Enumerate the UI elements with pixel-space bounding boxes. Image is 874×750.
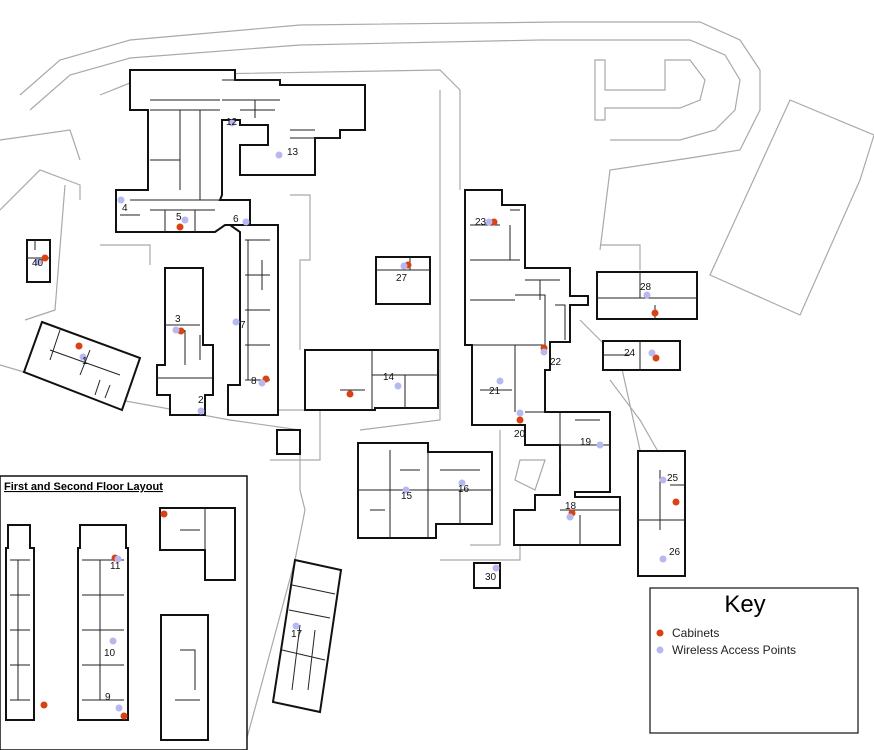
wap-marker — [117, 196, 125, 204]
building-label: 8 — [251, 376, 257, 387]
wap-marker — [172, 326, 180, 334]
building-label: 2 — [198, 395, 204, 406]
building-label: 5 — [176, 212, 182, 223]
cabinet-marker — [41, 254, 49, 262]
building-label: 7 — [240, 320, 246, 331]
wap-marker — [659, 555, 667, 563]
building-label: 14 — [383, 372, 395, 383]
building-cluster-east — [464, 189, 621, 546]
building-label: 21 — [489, 386, 501, 397]
cabinet-marker — [120, 712, 128, 720]
building-24 — [602, 340, 681, 371]
wap-marker — [659, 476, 667, 484]
wap-marker — [496, 377, 504, 385]
wap-marker — [292, 622, 300, 630]
wap-marker — [485, 218, 493, 226]
wap-marker — [242, 218, 250, 226]
building-3 — [156, 267, 214, 416]
cabinet-markers — [40, 218, 680, 720]
wap-marker — [114, 555, 122, 563]
building-label: 1 — [82, 356, 88, 367]
building-1 — [22, 320, 142, 412]
key-label-cabinets: Cabinets — [672, 626, 719, 640]
wap-marker — [402, 486, 410, 494]
wap-marker — [566, 513, 574, 521]
wap-marker — [258, 379, 266, 387]
cabinet-marker — [652, 354, 660, 362]
building-label: 4 — [122, 203, 128, 214]
building-15-16 — [357, 442, 493, 539]
building-label: 24 — [624, 348, 636, 359]
wap-marker — [458, 479, 466, 487]
building-17 — [271, 558, 343, 714]
cabinet-marker — [346, 390, 354, 398]
building-label: 18 — [565, 501, 577, 512]
building-label: 27 — [396, 273, 408, 284]
building-label: 9 — [105, 692, 111, 703]
wap-marker — [34, 258, 42, 266]
wap-marker — [540, 348, 548, 356]
cabinet-marker — [516, 416, 524, 424]
building-label: 23 — [475, 217, 487, 228]
wap-marker — [648, 349, 656, 357]
building-cluster-north — [115, 69, 366, 233]
wap-marker — [492, 564, 500, 572]
building-label: 30 — [485, 572, 497, 583]
cabinet-marker — [672, 498, 680, 506]
cabinet-marker — [490, 218, 498, 226]
wap-marker — [115, 704, 123, 712]
key-title: Key — [724, 591, 765, 618]
map-key: Key Cabinets Wireless Access Points — [649, 587, 859, 734]
wap-marker — [516, 409, 524, 417]
wap-marker — [181, 216, 189, 224]
cabinet-marker — [40, 701, 48, 709]
inset-title: First and Second Floor Layout — [4, 481, 163, 493]
wap-marker — [109, 637, 117, 645]
building-label: 15 — [401, 491, 413, 502]
cabinet-legend-icon — [656, 629, 664, 637]
building-label: 3 — [175, 314, 181, 325]
building-25-26 — [637, 450, 686, 577]
building-label: 6 — [233, 214, 239, 225]
building-label: 22 — [550, 357, 562, 368]
building-14 — [304, 349, 439, 411]
wap-marker — [400, 262, 408, 270]
building-label: 10 — [104, 648, 116, 659]
building-7 — [226, 224, 279, 416]
wap-marker — [228, 119, 236, 127]
wap-marker — [643, 291, 651, 299]
building-label: 11 — [110, 561, 121, 572]
key-label-wap: Wireless Access Points — [672, 643, 796, 657]
small-building — [276, 429, 301, 455]
cabinet-marker — [75, 342, 83, 350]
building-label: 13 — [287, 147, 299, 158]
building-label: 19 — [580, 437, 592, 448]
cabinet-marker — [176, 223, 184, 231]
wap-legend-icon — [656, 646, 664, 654]
building-label: 17 — [291, 629, 303, 640]
building-label: 12 — [226, 117, 238, 128]
wap-marker — [197, 407, 205, 415]
wap-marker — [394, 382, 402, 390]
building-label: 28 — [640, 282, 652, 293]
building-label: 25 — [667, 473, 679, 484]
building-label: 40 — [32, 258, 44, 269]
cabinet-marker — [651, 309, 659, 317]
wap-marker — [596, 441, 604, 449]
building-labels: 1 2 3 4 5 6 7 8 9 10 11 12 13 14 15 16 1… — [32, 117, 681, 703]
building-label: 20 — [514, 429, 526, 440]
wap-marker — [275, 151, 283, 159]
building-label: 16 — [458, 484, 470, 495]
wap-markers — [34, 119, 667, 712]
wap-marker — [232, 318, 240, 326]
building-label: 26 — [669, 547, 681, 558]
wap-marker — [79, 353, 87, 361]
cabinet-marker — [160, 510, 168, 518]
floor-layout-inset: First and Second Floor Layout — [0, 475, 248, 750]
